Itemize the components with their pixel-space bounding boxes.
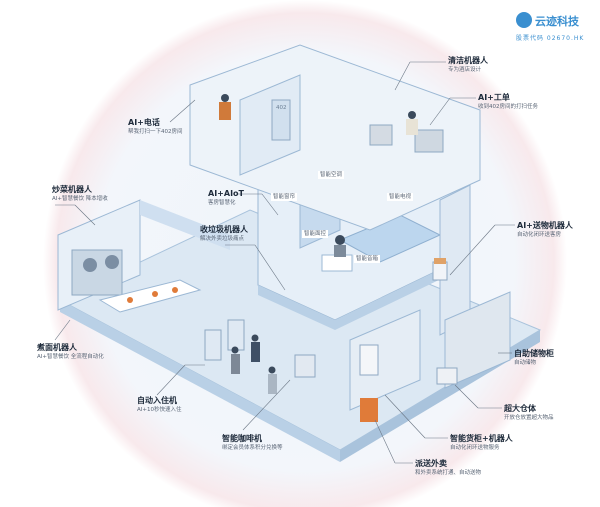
staff-on-phone [219,102,231,120]
label-smart-cabinet: 智能货柜+机器人自动化闭环送物服务 [450,434,513,451]
room-number: 402 [276,105,287,111]
cleaning-robot [369,124,393,146]
label-self-locker: 自助储物柜自动储物 [514,349,554,366]
large-storage [436,367,458,385]
label-cleaning-robot: 清洁机器人专为酒店设计 [448,56,488,73]
tag-smart-speaker: 智能音箱 [354,255,381,263]
stock-code: 股票代码 02670.HK [516,35,585,42]
delivery-person [360,398,378,422]
label-garbage-robot: 收垃圾机器人解决外卖垃圾痛点 [200,225,248,242]
tag-smart-tv: 智能电视 [387,193,414,201]
tag-smart-panel: 智能面控 [302,230,329,238]
tag-smart-curtain: 智能窗帘 [271,193,298,201]
coffee-machine [294,354,316,378]
smart-cabinet [349,309,421,411]
label-food-delivery: 派送外卖和外卖系统打通、自动送物 [415,459,482,476]
work-cart [414,129,444,153]
logo-name: 云迹科技 [535,15,579,28]
label-ai-work-order: AI+工单收到402房间的打扫任务 [478,93,538,110]
logo-mark-icon [516,12,532,28]
door-402 [271,99,291,141]
label-delivery-robot: AI+送物机器人自动化闭环送客房 [517,221,573,238]
label-ai-phone: AI+电话帮我打扫一下402房间 [128,118,183,135]
check-in-kiosk [204,329,222,361]
yunji-logo: 云迹科技 股票代码 02670.HK [516,10,596,44]
label-coffee-machine: 智能咖啡机绑定会员体系积分兑换等 [222,434,283,451]
delivery-robot [432,261,448,281]
lockers [444,291,511,389]
tag-smart-ac: 智能空调 [318,171,345,179]
label-large-storage: 超大仓体开放仓放置超大物品 [504,404,554,421]
leader-lines [54,61,515,464]
